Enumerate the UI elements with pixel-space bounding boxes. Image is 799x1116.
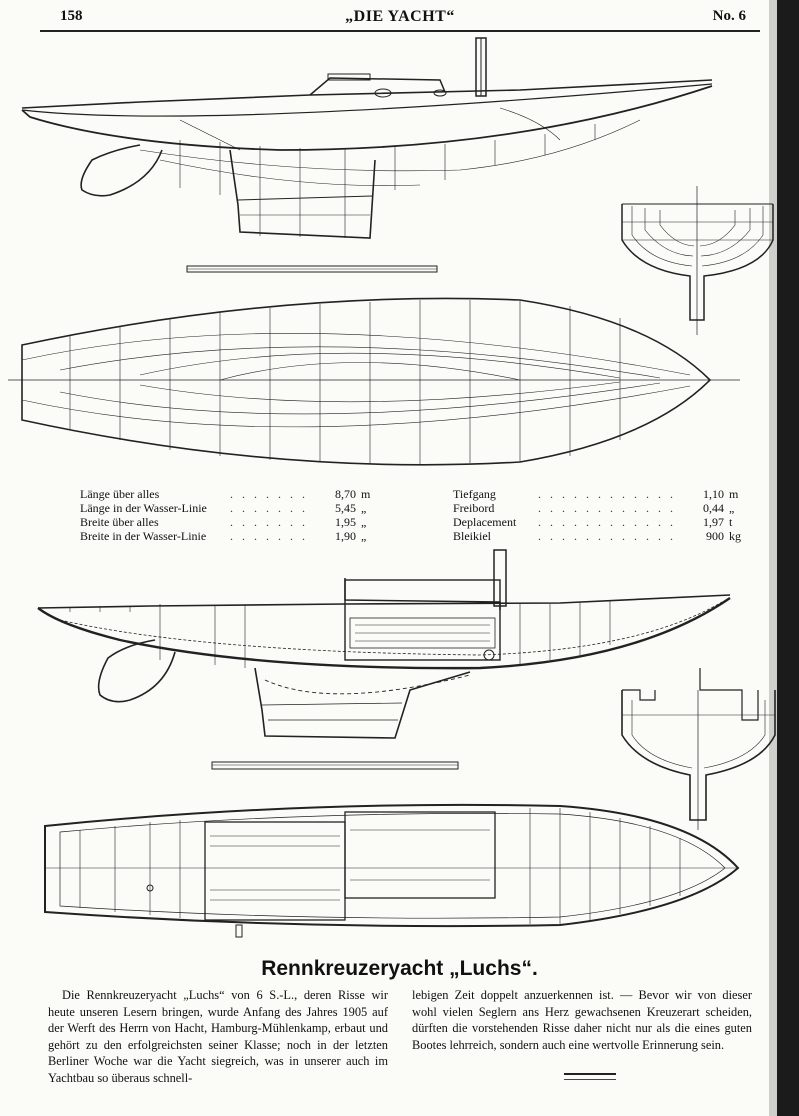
scale-bar-top: [186, 265, 438, 273]
half-breadth-plan: [8, 297, 740, 466]
end-flourish: [564, 1073, 616, 1080]
page-number: 158: [60, 8, 83, 24]
journal-title: „DIE YACHT“: [345, 8, 455, 25]
spec-row: Freibord. . . . . . . . . . . . . . . .0…: [453, 501, 735, 515]
page-shadow: [769, 0, 777, 1116]
issue-number: No. 6: [712, 8, 746, 24]
article-column-right: lebigen Zeit doppelt anzuerkennen ist. —…: [412, 988, 752, 1052]
spec-row: Bleikiel. . . . . . . . . . . . . . . .9…: [453, 529, 741, 543]
spec-row: Länge in der Wasser-Linie. . . . . . . .…: [80, 501, 367, 515]
midship-section: [621, 668, 776, 830]
construction-profile: [37, 549, 731, 739]
spec-row: Tiefgang. . . . . . . . . . . . . . . .1…: [453, 487, 739, 501]
sheer-plan: [21, 37, 713, 239]
spec-row: Breite über alles. . . . . . . . .1,95„: [80, 515, 367, 529]
scale-bar-middle: [211, 761, 459, 770]
body-plan-top: [621, 186, 774, 335]
spec-row: Breite in der Wasser-Linie. . . . . . . …: [80, 529, 367, 543]
scan-border: [777, 0, 799, 1116]
spec-row: Länge über alles. . . . . . . . .8,70m: [80, 487, 371, 501]
specs-left: Länge über alles. . . . . . . . .8,70m L…: [80, 487, 381, 543]
specs-right: Tiefgang. . . . . . . . . . . . . . . .1…: [453, 487, 749, 543]
deck-plan: [44, 803, 740, 938]
spec-row: Deplacement. . . . . . . . . . . . . . .…: [453, 515, 733, 529]
running-header: 158 „DIE YACHT“ No. 6: [40, 4, 760, 32]
yacht-plans-drawing: [8, 37, 776, 938]
article-heading: Rennkreuzeryacht „Luchs“.: [261, 957, 538, 980]
article-column-left: Die Rennkreuzeryacht „Luchs“ von 6 S.-L.…: [48, 988, 388, 1085]
